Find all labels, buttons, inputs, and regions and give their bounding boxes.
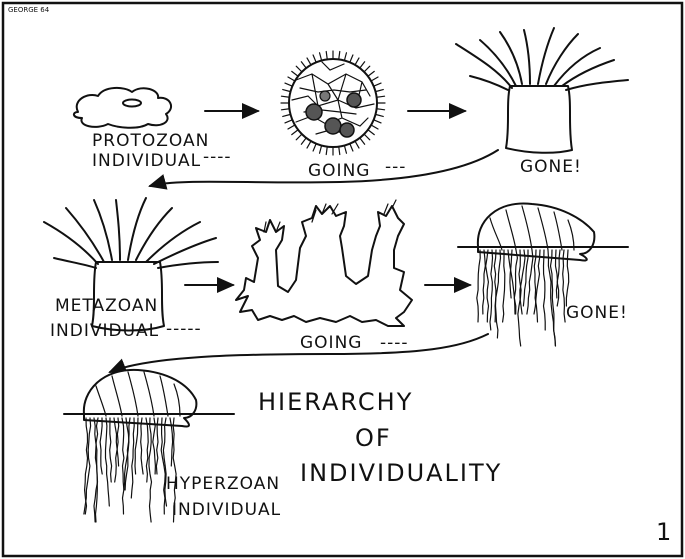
label-metazoan-dash: ----- <box>166 319 202 339</box>
label-gone-1: GONE! <box>520 157 582 177</box>
label-hyperzoan: HYPERZOAN <box>166 474 280 494</box>
artist-signature: GEORGE 64 <box>8 6 50 14</box>
label-protozoan: PROTOZOAN <box>92 131 209 151</box>
title-line-3: INDIVIDUALITY <box>300 459 502 487</box>
figure-number: 1 <box>656 518 673 546</box>
title-line-1: HIERARCHY <box>258 388 413 416</box>
label-going-2: GOING <box>300 333 362 353</box>
label-going-1-dash: --- <box>385 157 406 177</box>
anemone-drawing-1 <box>456 28 628 153</box>
label-going-2-dash: ---- <box>380 333 409 353</box>
volvox-colony-drawing <box>281 51 385 155</box>
label-metazoan-individual: INDIVIDUAL <box>50 321 159 341</box>
label-protozoan-dash: ---- <box>203 147 232 167</box>
label-going-1: GOING <box>308 161 370 181</box>
label-gone-2: GONE! <box>566 303 628 323</box>
title-line-2: OF <box>355 424 392 452</box>
amoeba-drawing <box>74 88 171 128</box>
return-arrow-2 <box>110 334 488 372</box>
label-metazoan: METAZOAN <box>55 296 158 316</box>
siphonophore-drawing-1 <box>458 204 628 346</box>
label-hyperzoan-individual: INDIVIDUAL <box>172 500 281 520</box>
coral-colony-drawing <box>236 200 412 326</box>
label-protozoan-individual: INDIVIDUAL <box>92 151 201 171</box>
